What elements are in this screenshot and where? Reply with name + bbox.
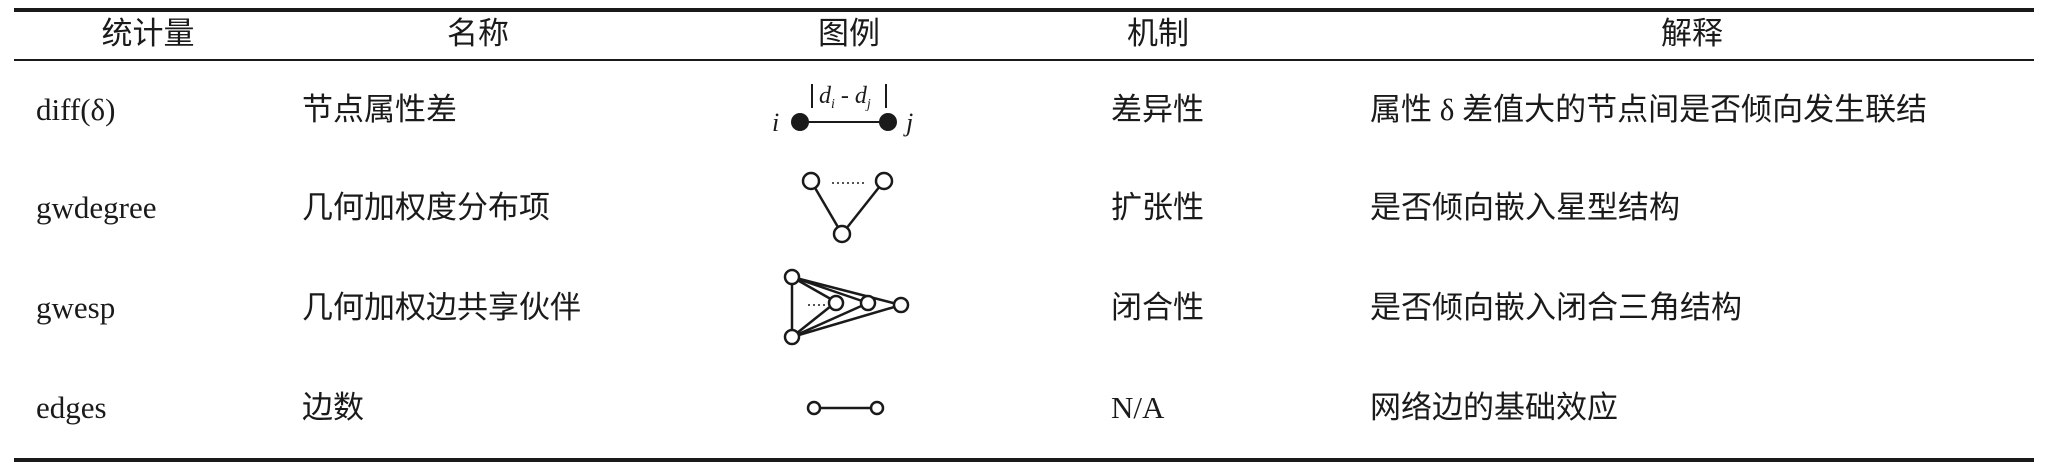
header-legend: 图例 (818, 16, 880, 51)
table-row-3-explanation: 是否倾向嵌入闭合三角结构 (1370, 290, 1742, 325)
table-header-rule (14, 59, 2034, 61)
table-row-2-name: 几何加权度分布项 (302, 190, 550, 225)
edge-diagram (806, 400, 885, 416)
star-node-right (874, 171, 894, 191)
table-row-2-mechanism: 扩张性 (1111, 190, 1204, 225)
star-node-center (832, 224, 852, 244)
table-row-1-mechanism: 差异性 (1111, 92, 1204, 127)
triangle-node-b (859, 294, 877, 312)
table-top-rule (14, 8, 2034, 12)
header-explanation: 解释 (1661, 16, 1723, 51)
edge-node-right (869, 400, 885, 416)
triangle-node-a (827, 294, 845, 312)
table-row-4-explanation: 网络边的基础效应 (1370, 390, 1618, 425)
table-row-1-name: 节点属性差 (302, 92, 457, 127)
table-row-2-statistic: gwdegree (36, 190, 157, 225)
header-mechanism: 机制 (1127, 16, 1189, 51)
edge-node-left (806, 400, 822, 416)
header-name: 名称 (447, 16, 509, 51)
table-row-1-explanation: 属性 δ 差值大的节点间是否倾向发生联结 (1370, 92, 1928, 127)
table-row-1-statistic: diff(δ) (36, 92, 116, 127)
diff-label-j: j (903, 108, 913, 137)
diff-diagram: di - dj i j (772, 83, 913, 137)
triangle-node-bottom (783, 328, 801, 346)
star-node-left (801, 171, 821, 191)
table-row-4-mechanism: N/A (1111, 390, 1165, 425)
header-statistic: 统计量 (101, 16, 195, 51)
table-bottom-rule (14, 458, 2034, 462)
diff-node-j (879, 113, 897, 131)
triangle-node-top (783, 268, 801, 286)
table-row-4-name: 边数 (302, 390, 364, 425)
legend-diagrams: di - dj i j (772, 83, 913, 416)
diff-node-i (791, 113, 809, 131)
diff-label-di: di - dj (819, 83, 871, 112)
table-row-3-name: 几何加权边共享伙伴 (302, 290, 581, 325)
table-row-4-statistic: edges (36, 390, 107, 425)
star-diagram (801, 171, 894, 244)
diff-label-i: i (772, 108, 779, 137)
triangle-diagram (783, 268, 910, 346)
table-row-3-mechanism: 闭合性 (1111, 290, 1204, 325)
table-row-3-statistic: gwesp (36, 290, 116, 325)
triangle-node-c (892, 296, 910, 314)
table-row-2-explanation: 是否倾向嵌入星型结构 (1370, 190, 1680, 225)
